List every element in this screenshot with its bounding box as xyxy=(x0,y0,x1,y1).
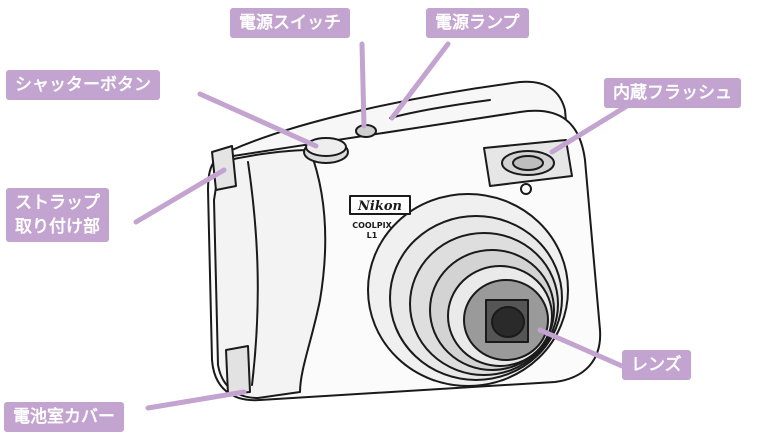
model-name: COOLPIX xyxy=(352,221,392,230)
label-power-lamp: 電源ランプ xyxy=(435,13,520,33)
leader-strap-mount xyxy=(133,167,227,225)
label-power-switch: 電源スイッチ xyxy=(239,13,341,33)
callout-battery-cover: 電池室カバー xyxy=(4,402,124,432)
af-assist-lamp xyxy=(520,183,532,195)
leader-shutter-button xyxy=(197,91,319,149)
callout-power-switch: 電源スイッチ xyxy=(230,8,350,38)
callout-lens: レンズ xyxy=(622,350,691,380)
callout-strap-mount: ストラップ 取り付け部 xyxy=(6,188,109,242)
brand-logo: Nikon xyxy=(357,199,402,214)
label-battery-cover: 電池室カバー xyxy=(13,407,115,427)
brand-badge xyxy=(349,195,411,215)
battery-cover-shape xyxy=(225,345,251,395)
camera-grip xyxy=(213,149,327,399)
label-lens: レンズ xyxy=(631,355,682,375)
model-number: L1 xyxy=(367,231,378,240)
leader-power-switch xyxy=(359,41,367,129)
label-strap-mount-line2: 取り付け部 xyxy=(15,217,100,237)
callout-shutter-button: シャッターボタン xyxy=(6,70,160,100)
label-builtin-flash: 内蔵フラッシュ xyxy=(613,83,732,103)
leader-power-lamp xyxy=(389,41,451,121)
leader-lens xyxy=(537,327,625,369)
leader-battery-cover xyxy=(145,389,247,411)
lens-barrel xyxy=(367,193,569,387)
callout-power-lamp: 電源ランプ xyxy=(426,8,529,38)
callout-builtin-flash: 内蔵フラッシュ xyxy=(604,78,741,108)
label-strap-mount-line1: ストラップ xyxy=(15,193,100,213)
label-shutter-button: シャッターボタン xyxy=(15,75,151,95)
